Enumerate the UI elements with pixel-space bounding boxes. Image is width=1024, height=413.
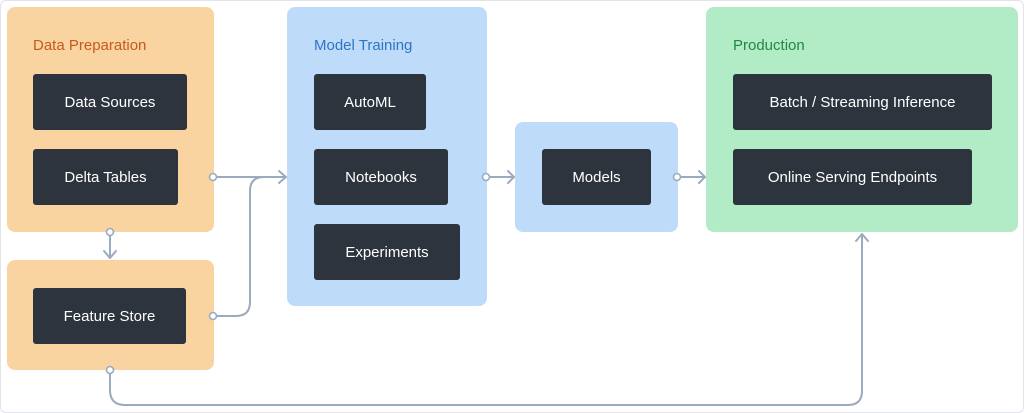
batch-streaming-inference-node: Batch / Streaming Inference [733, 74, 992, 130]
data-sources-node: Data Sources [33, 74, 187, 130]
online-serving-endpoints-node: Online Serving Endpoints [733, 149, 972, 205]
delta-tables-node: Delta Tables [33, 149, 178, 205]
feature-store-node: Feature Store [33, 288, 186, 344]
notebooks-node: Notebooks [314, 149, 448, 205]
automl-node: AutoML [314, 74, 426, 130]
model-training-title: Model Training [314, 37, 413, 54]
production-title: Production [733, 37, 805, 54]
experiments-node: Experiments [314, 224, 460, 280]
data-preparation-title: Data Preparation [33, 37, 147, 54]
models-node: Models [542, 149, 651, 205]
